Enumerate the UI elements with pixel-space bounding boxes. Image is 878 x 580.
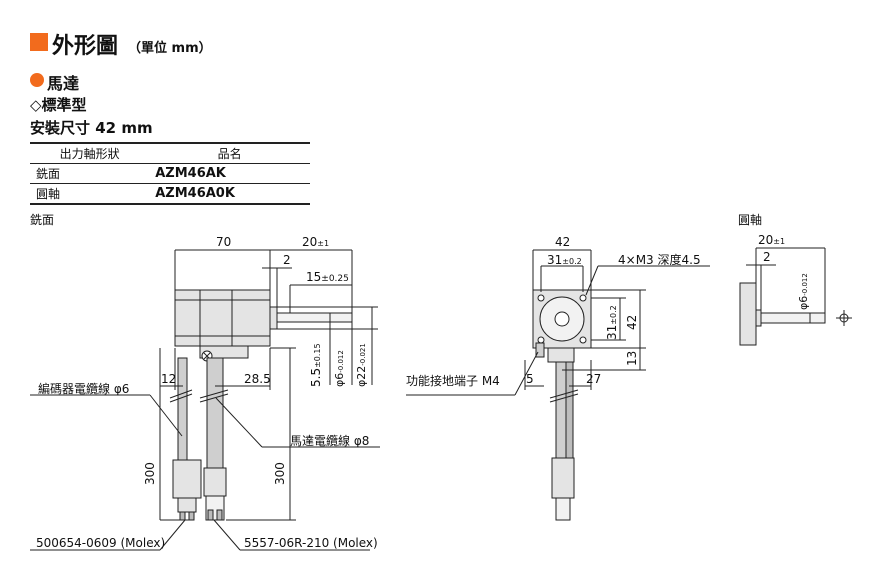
encoder-connector (172, 459, 202, 499)
mount-hole (579, 336, 587, 344)
shaft-cell: 圓軸 (30, 183, 150, 205)
table-row: 圓軸 AZM46A0K (30, 183, 310, 205)
motor-connector-callout: 5557-06R-210 (Molex) (244, 536, 378, 550)
motor-body-side (174, 289, 271, 347)
model-cell: AZM46AK (149, 163, 310, 184)
dim-round-shaft-diameter: φ6-0.012 (797, 273, 810, 310)
dim-step: 2 (283, 253, 291, 267)
ground-terminal (535, 342, 545, 358)
dim-ground-width: 5 (526, 372, 534, 386)
motor-cable-callout: 馬達電纜線 φ8 (290, 434, 370, 448)
motor-connector (203, 467, 227, 497)
dim-front-cable-offset: 27 (586, 372, 602, 386)
mount-size-heading: 安裝尺寸 42 mm (30, 119, 153, 137)
encoder-cable (177, 357, 188, 461)
dim-round-step: 2 (763, 250, 771, 264)
dim-motor-cable-offset: 28.5 (244, 372, 271, 386)
unit-note: （單位 mm） (128, 41, 212, 56)
standard-type-heading: ◇標準型 (30, 96, 87, 114)
spec-table: 出力軸形狀 品名 銑面 AZM46AK 圓軸 AZM46A0K (30, 142, 310, 205)
dim-pilot-diameter: φ22-0.021 (355, 343, 368, 387)
page-title: 外形圖 (52, 34, 119, 59)
dim-hole-pitch: 31±0.2 (547, 253, 582, 267)
round-view-label: 圓軸 (738, 213, 763, 227)
motor-heading: 馬達 (47, 74, 80, 93)
dim-round-shaft-length: 20±1 (758, 233, 786, 247)
dim-holes: 4×M3 深度4.5 (618, 253, 701, 267)
dim-flat-depth: 5.5±0.15 (309, 343, 323, 387)
ground-terminal-callout: 功能接地端子 M4 (406, 374, 500, 388)
dim-hole-pitch-vertical: 31±0.2 (605, 305, 619, 340)
mount-hole (537, 294, 545, 302)
dim-bottom-to-center: 13 (625, 350, 639, 366)
round-shaft (760, 312, 826, 324)
shaft-cell: 銑面 (30, 163, 150, 184)
motor-cable (206, 357, 224, 469)
col-header-model: 品名 (149, 142, 310, 164)
dim-shaft-length: 20±1 (302, 235, 330, 249)
dim-shaft-diameter: φ6-0.012 (333, 350, 346, 387)
title-marker (30, 33, 48, 51)
model-cell: AZM46A0K (149, 183, 310, 205)
encoder-cable-callout: 編碼器電纜線 φ6 (38, 382, 130, 396)
table-row: 銑面 AZM46AK (30, 163, 310, 184)
dim-cable-length-right: 300 (273, 462, 287, 485)
flat-view-label: 銑面 (30, 213, 55, 227)
mount-hole (579, 294, 587, 302)
dim-flat-length: 15±0.25 (306, 270, 349, 284)
dim-flange-vertical: 42 (625, 314, 639, 330)
mount-hole (537, 336, 545, 344)
encoder-connector-callout: 500654-0609 (Molex) (36, 536, 166, 550)
front-connector (551, 457, 575, 499)
dim-cable-length-left: 300 (143, 462, 157, 485)
front-cable (555, 361, 567, 463)
col-header-shaft: 出力軸形狀 (30, 142, 150, 164)
dim-flange: 42 (555, 235, 571, 249)
dim-length: 70 (216, 235, 232, 249)
round-shaft-flange (739, 282, 757, 346)
shaft-side (276, 312, 353, 323)
motor-bullet (30, 73, 44, 87)
pilot-side (269, 306, 278, 330)
dim-encoder-offset: 12 (161, 372, 177, 386)
